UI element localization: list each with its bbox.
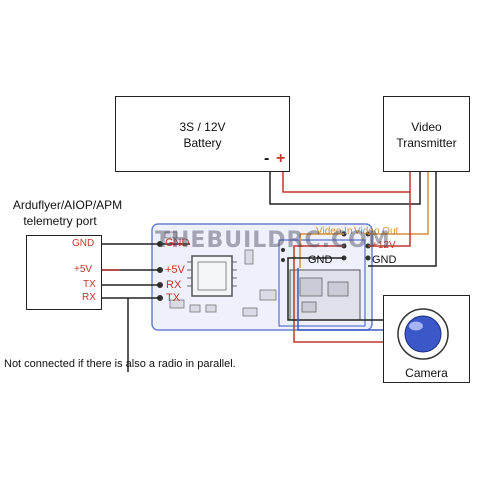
transmitter-label-line2: Transmitter bbox=[396, 136, 457, 150]
battery-box bbox=[115, 96, 290, 172]
note-text: Not connected if there is also a radio i… bbox=[4, 358, 236, 370]
camera-label: Camera bbox=[405, 366, 448, 380]
battery-label-line1: 3S / 12V bbox=[179, 120, 226, 134]
telemetry-title-line1: Arduflyer/AIOP/APM bbox=[12, 198, 123, 212]
video-transmitter-box bbox=[383, 96, 470, 172]
gnd-right-label: GND bbox=[372, 254, 397, 266]
camera-lens-inner bbox=[404, 315, 442, 353]
telemetry-pin-gnd: GND bbox=[72, 238, 95, 249]
telemetry-pin-5v: +5V bbox=[74, 264, 93, 275]
battery-negative-terminal: - bbox=[264, 150, 270, 167]
main-chip bbox=[191, 255, 233, 297]
telemetry-pin-tx: TX bbox=[83, 279, 96, 290]
battery-positive-terminal: + bbox=[276, 150, 286, 167]
video-out-label: Video Out bbox=[354, 226, 399, 237]
battery-label-line2: Battery bbox=[183, 136, 222, 150]
plus12v-label: +12V bbox=[372, 240, 396, 251]
gnd-left-label: GND bbox=[308, 254, 333, 266]
board-pin-tx: TX bbox=[166, 292, 181, 304]
board-pin-gnd: GND bbox=[165, 237, 190, 249]
video-in-label: Video In bbox=[316, 226, 353, 237]
telemetry-pin-rx: RX bbox=[82, 292, 96, 303]
telemetry-title-line2: telemetry port bbox=[23, 214, 97, 228]
board-pin-5v: +5V bbox=[165, 264, 185, 276]
watermark-text: THEBUILDRC.COM bbox=[155, 228, 391, 253]
telemetry-port-box bbox=[26, 235, 102, 310]
board-pin-rx: RX bbox=[166, 279, 182, 291]
transmitter-label-line1: Video bbox=[411, 120, 442, 134]
